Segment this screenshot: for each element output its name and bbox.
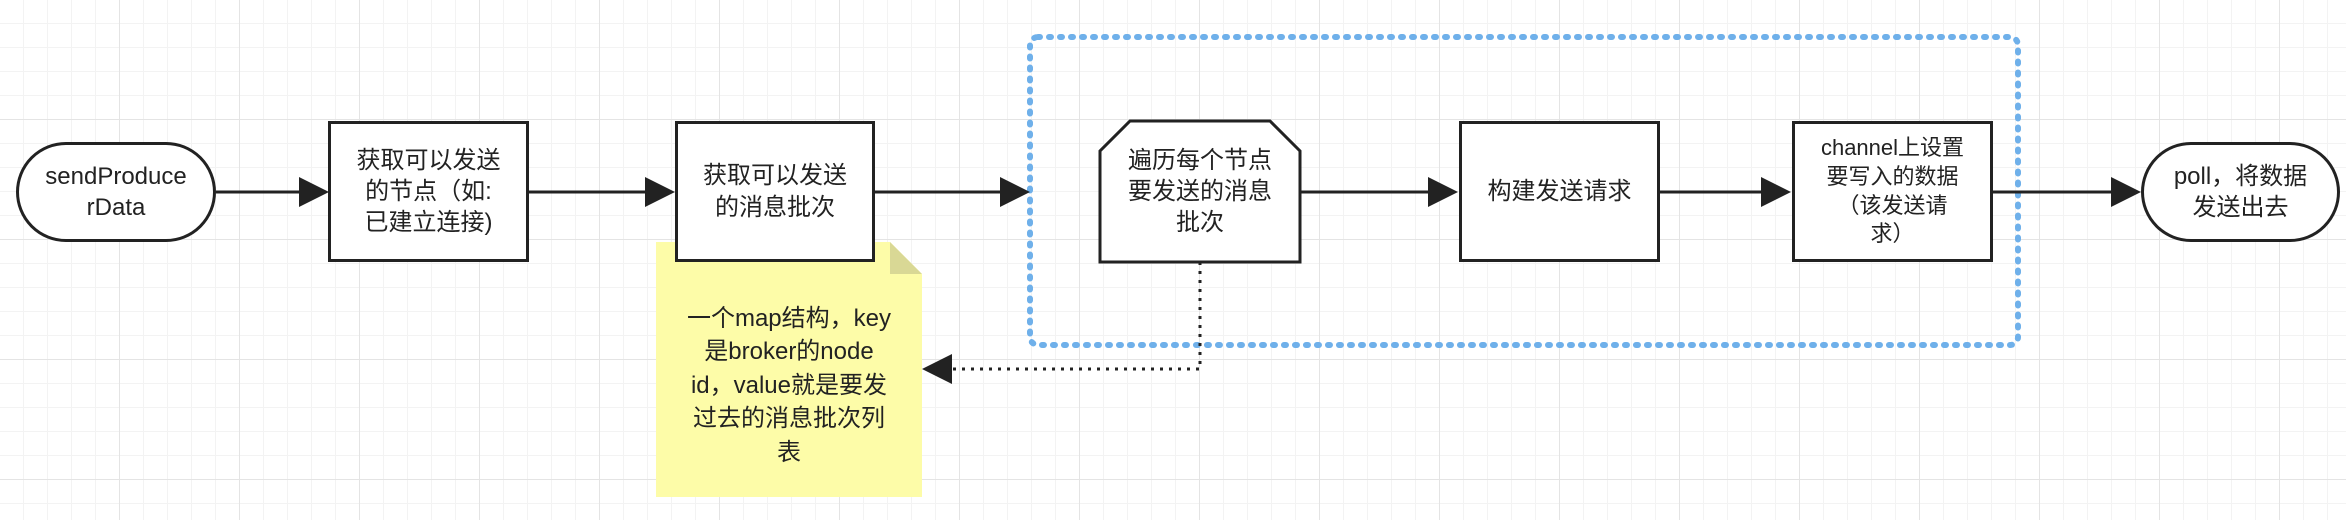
node-poll[interactable]: poll，将数据 发送出去 <box>2141 142 2340 242</box>
node-channel[interactable]: channel上设置 要写入的数据 （该发送请 求） <box>1792 121 1993 262</box>
node-iterate[interactable]: 遍历每个节点 要发送的消息 批次 <box>1100 121 1300 262</box>
note-shape <box>656 242 922 497</box>
node-get-batches[interactable]: 获取可以发送 的消息批次 <box>675 121 875 262</box>
node-iterate-label: 遍历每个节点 要发送的消息 批次 <box>1128 146 1272 237</box>
node-get-nodes-label: 获取可以发送 的节点（如: 已建立连接) <box>356 146 501 237</box>
note-fold-corner <box>890 242 922 274</box>
iterate-shape <box>1098 119 1302 264</box>
node-build-request-label: 构建发送请求 <box>1487 177 1632 205</box>
node-get-nodes[interactable]: 获取可以发送 的节点（如: 已建立连接) <box>328 121 529 262</box>
arrow-iterate-to-note <box>922 262 1202 384</box>
node-poll-label: poll，将数据 发送出去 <box>2173 162 2308 221</box>
note-text: 一个map结构，key 是broker的node id，value就是要发 过去… <box>686 304 892 466</box>
node-start[interactable]: sendProduce rData <box>16 142 216 242</box>
node-get-batches-label: 获取可以发送 的消息批次 <box>703 162 847 221</box>
node-channel-label: channel上设置 要写入的数据 （该发送请 求） <box>1820 135 1965 247</box>
node-start-label: sendProduce rData <box>45 162 187 221</box>
node-build-request[interactable]: 构建发送请求 <box>1459 121 1660 262</box>
note-map-description[interactable]: 一个map结构，key 是broker的node id，value就是要发 过去… <box>656 274 922 497</box>
